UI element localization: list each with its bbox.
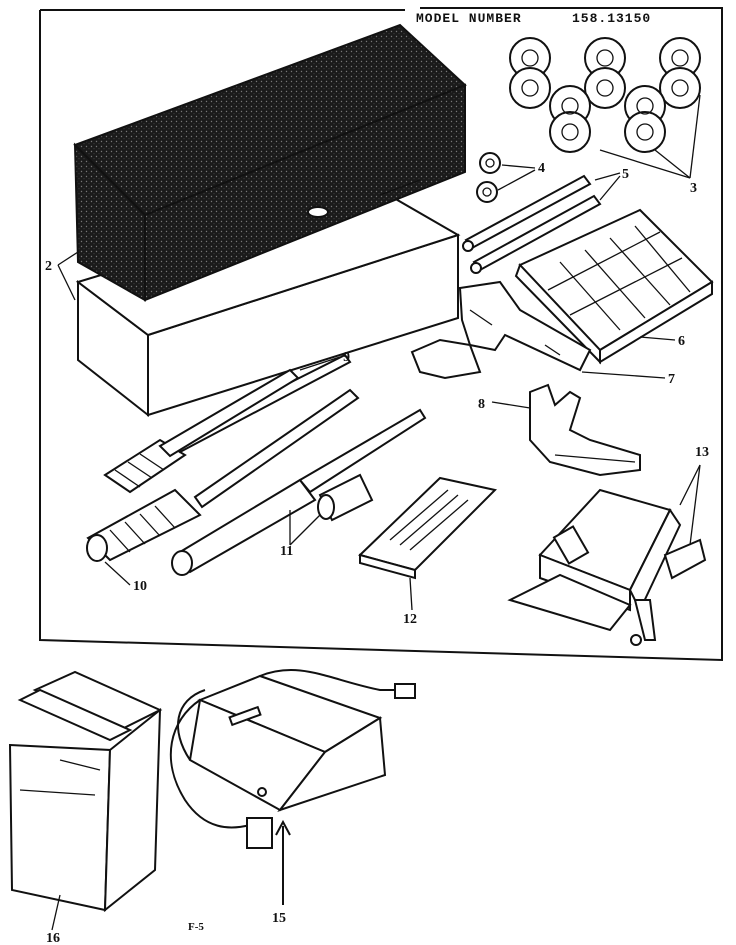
callout-12: 12 [403, 612, 417, 627]
buttonhole-attachment [410, 280, 592, 380]
callout-9: 9 [343, 350, 350, 365]
buttonholer [507, 488, 707, 646]
screwdriver-small [103, 353, 352, 494]
screwdriver-large [86, 388, 360, 562]
foot-control [169, 669, 416, 905]
needle-plate [358, 476, 498, 580]
callout-5: 5 [622, 167, 629, 182]
washers [476, 152, 501, 203]
callout-7: 7 [668, 372, 675, 387]
callout-3: 3 [690, 181, 697, 196]
accessory-box [73, 23, 467, 418]
attachment-tray [514, 208, 714, 365]
cam-discs [509, 37, 701, 153]
figure-label: F-5 [188, 921, 204, 933]
frame-border [39, 7, 723, 662]
spool-pins [462, 174, 602, 274]
model-number-value: 158.13150 [572, 11, 651, 26]
callout-2: 2 [45, 259, 52, 274]
seam-ripper [171, 408, 427, 576]
callout-13: 13 [695, 445, 709, 460]
callout-8: 8 [478, 397, 485, 412]
callout-15: 15 [272, 911, 286, 926]
callout-11: 11 [280, 544, 293, 559]
callout-10: 10 [133, 579, 147, 594]
presser-foot [529, 383, 641, 477]
box-lid-top [73, 23, 467, 217]
callout-16: 16 [46, 931, 60, 945]
instruction-booklet [8, 670, 163, 913]
callout-6: 6 [678, 334, 685, 349]
model-number-label: MODEL NUMBER [416, 11, 522, 26]
callout-4: 4 [538, 161, 545, 176]
